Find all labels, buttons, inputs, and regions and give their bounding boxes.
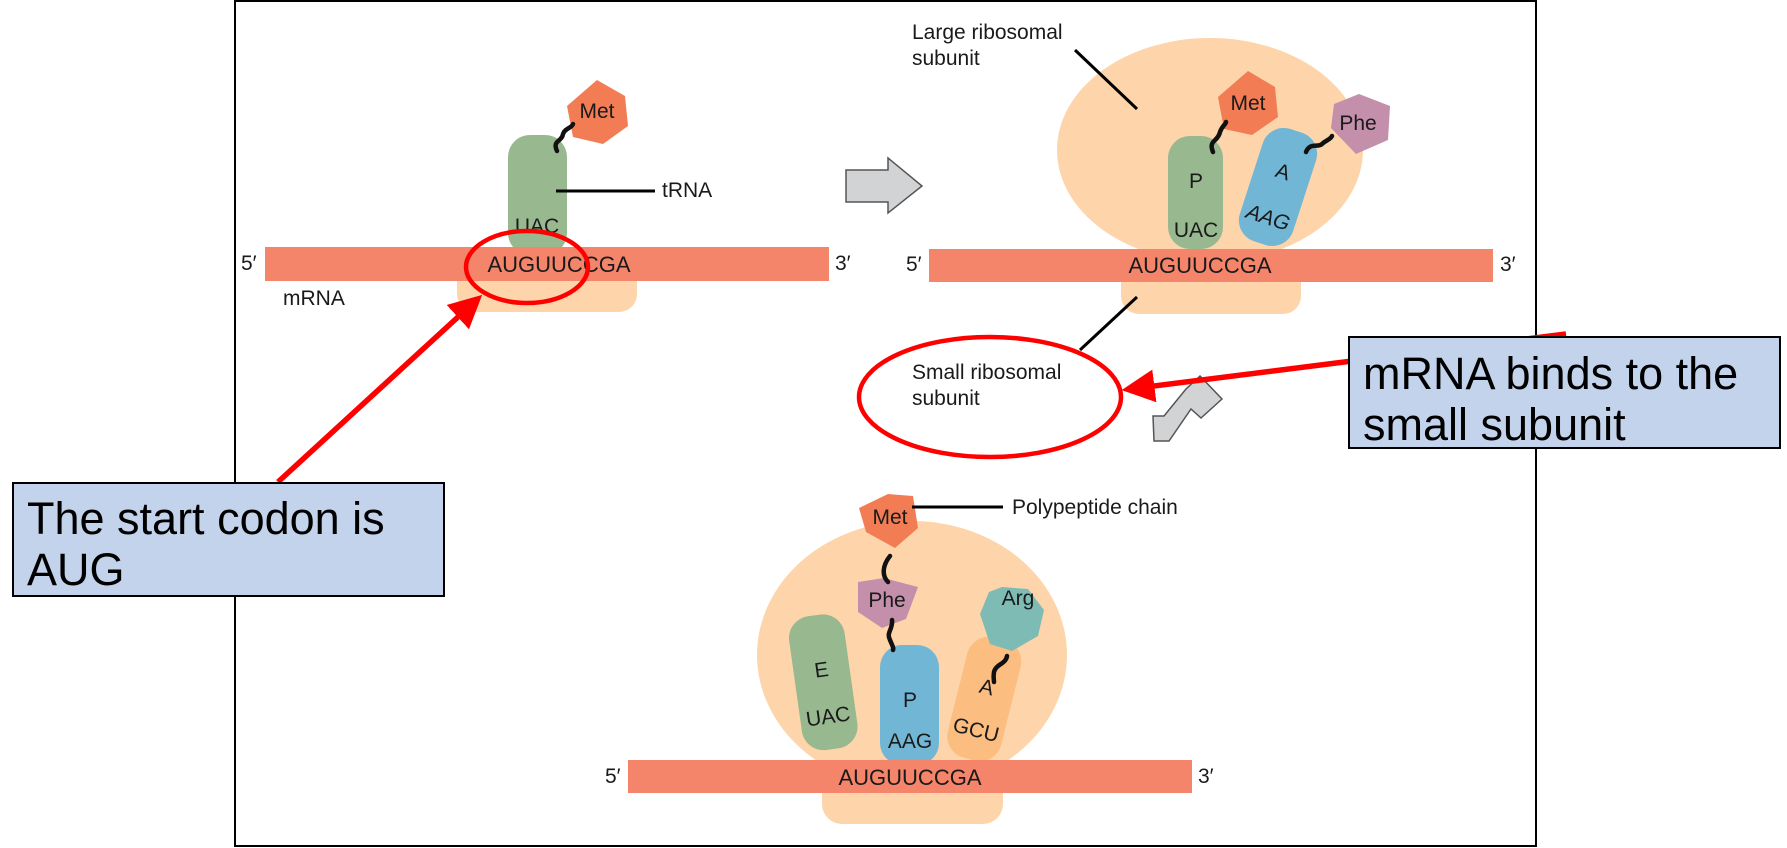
- a-site-label: A: [1273, 159, 1293, 185]
- met-amino-acid-shape: [859, 494, 918, 548]
- met-bond: [1209, 119, 1229, 155]
- phe-amino-acid-shape: [858, 578, 918, 628]
- small-subunit-label-line2: subunit: [912, 387, 980, 410]
- five-prime-label: 5′: [605, 765, 621, 788]
- step-arrow-right-icon: [845, 156, 924, 215]
- step-arrow-down-left-icon: [1152, 374, 1224, 442]
- p-site-label: P: [1189, 170, 1203, 193]
- arg-label: Arg: [1002, 587, 1035, 610]
- mrna-sequence: AUGUUCCGA: [487, 252, 630, 277]
- start-codon-callout: The start codon is AUG: [12, 482, 445, 597]
- arg-amino-acid-shape: [980, 587, 1044, 651]
- five-prime-label: 5′: [906, 253, 922, 276]
- phe-label: Phe: [1339, 112, 1376, 135]
- three-prime-label: 3′: [835, 252, 851, 275]
- mrna-binds-callout: mRNA binds to the small subunit: [1348, 336, 1781, 450]
- phe-label: Phe: [868, 589, 905, 612]
- mrna-strand: [628, 760, 1192, 793]
- a-site-trna-shape: [1238, 127, 1318, 247]
- small-subunit-highlight-ellipse: [856, 334, 1124, 460]
- p-site-label: P: [903, 689, 917, 712]
- amino-acid-bond: [553, 121, 576, 154]
- met-label: Met: [1230, 92, 1265, 115]
- trna-label: tRNA: [662, 179, 712, 202]
- e-site-trna-shape: [788, 614, 858, 751]
- three-prime-label: 3′: [1198, 765, 1214, 788]
- a-site-trna-shape: [947, 636, 1022, 762]
- phe-bond: [1303, 133, 1335, 155]
- five-prime-label: 5′: [241, 252, 257, 275]
- p-site-trna-shape: [880, 645, 939, 765]
- large-subunit-leader-line: [1073, 48, 1139, 111]
- start-codon-highlight-ellipse: [463, 228, 591, 306]
- mrna-sequence: AUGUUCCGA: [838, 765, 981, 790]
- panel-elongation: E UAC P AAG A GCU Met Phe Arg Polypeptid…: [605, 494, 1214, 824]
- met-amino-acid-shape: [567, 80, 628, 144]
- mrna-strand: [265, 247, 829, 281]
- peptide-bond: [881, 553, 893, 585]
- arg-trna-bond: [991, 653, 1010, 685]
- mrna-sequence: AUGUUCCGA: [1128, 253, 1271, 278]
- p-anticodon-label: UAC: [1174, 219, 1218, 242]
- met-label: Met: [872, 506, 907, 529]
- polypeptide-label: Polypeptide chain: [1012, 496, 1178, 519]
- mrna-label: mRNA: [283, 287, 345, 310]
- panel-ribosome-assembly: Large ribosomal subunit P UAC A AAG Met …: [906, 21, 1516, 410]
- e-site-label: E: [813, 658, 830, 683]
- start-codon-arrow-icon: [276, 294, 483, 485]
- mrna-strand: [929, 249, 1493, 282]
- p-anticodon-label: AAG: [888, 730, 932, 753]
- trna-shape: [508, 135, 567, 255]
- a-site-label: A: [977, 675, 996, 701]
- met-amino-acid-shape: [1218, 71, 1278, 135]
- large-subunit-label-line1: Large ribosomal: [912, 21, 1063, 44]
- phe-trna-bond: [886, 617, 896, 653]
- phe-amino-acid-shape: [1331, 94, 1390, 154]
- large-subunit-label-line2: subunit: [912, 47, 980, 70]
- small-subunit-leader-line: [1078, 295, 1139, 352]
- three-prime-label: 3′: [1500, 253, 1516, 276]
- met-label: Met: [579, 100, 614, 123]
- p-site-trna-shape: [1168, 136, 1223, 249]
- small-subunit-label-line1: Small ribosomal: [912, 361, 1061, 384]
